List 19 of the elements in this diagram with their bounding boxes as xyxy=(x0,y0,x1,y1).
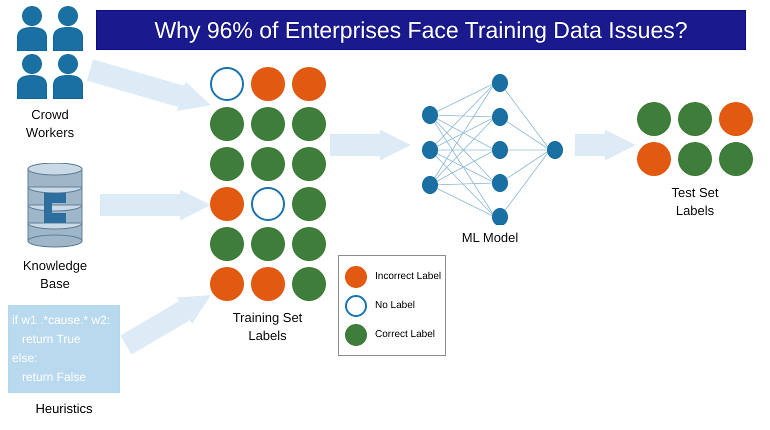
code-line: else: xyxy=(12,350,38,367)
legend-label: Incorrect Label xyxy=(375,271,442,282)
arrow xyxy=(120,295,211,354)
arrow xyxy=(100,190,211,220)
title-banner: Why 96% of Enterprises Face Training Data Issues? xyxy=(96,10,746,50)
node-label: ML Model xyxy=(460,229,520,247)
node-label: Test Set Labels xyxy=(670,184,720,220)
code-line: return True xyxy=(21,331,82,348)
node-label: Training Set Labels xyxy=(232,309,304,345)
arrow xyxy=(330,130,411,160)
arrow xyxy=(575,130,636,160)
legend-label: Correct Label xyxy=(375,329,436,340)
legend-label: No Label xyxy=(375,300,416,311)
code-line: if w1 .*cause.* w2: xyxy=(12,312,112,329)
code-line: return False xyxy=(21,369,88,386)
node-label: Knowledge Base xyxy=(22,257,88,293)
node-label: Heuristics xyxy=(34,401,94,416)
node-label: Crowd Workers xyxy=(24,106,76,142)
arrow xyxy=(86,59,211,112)
